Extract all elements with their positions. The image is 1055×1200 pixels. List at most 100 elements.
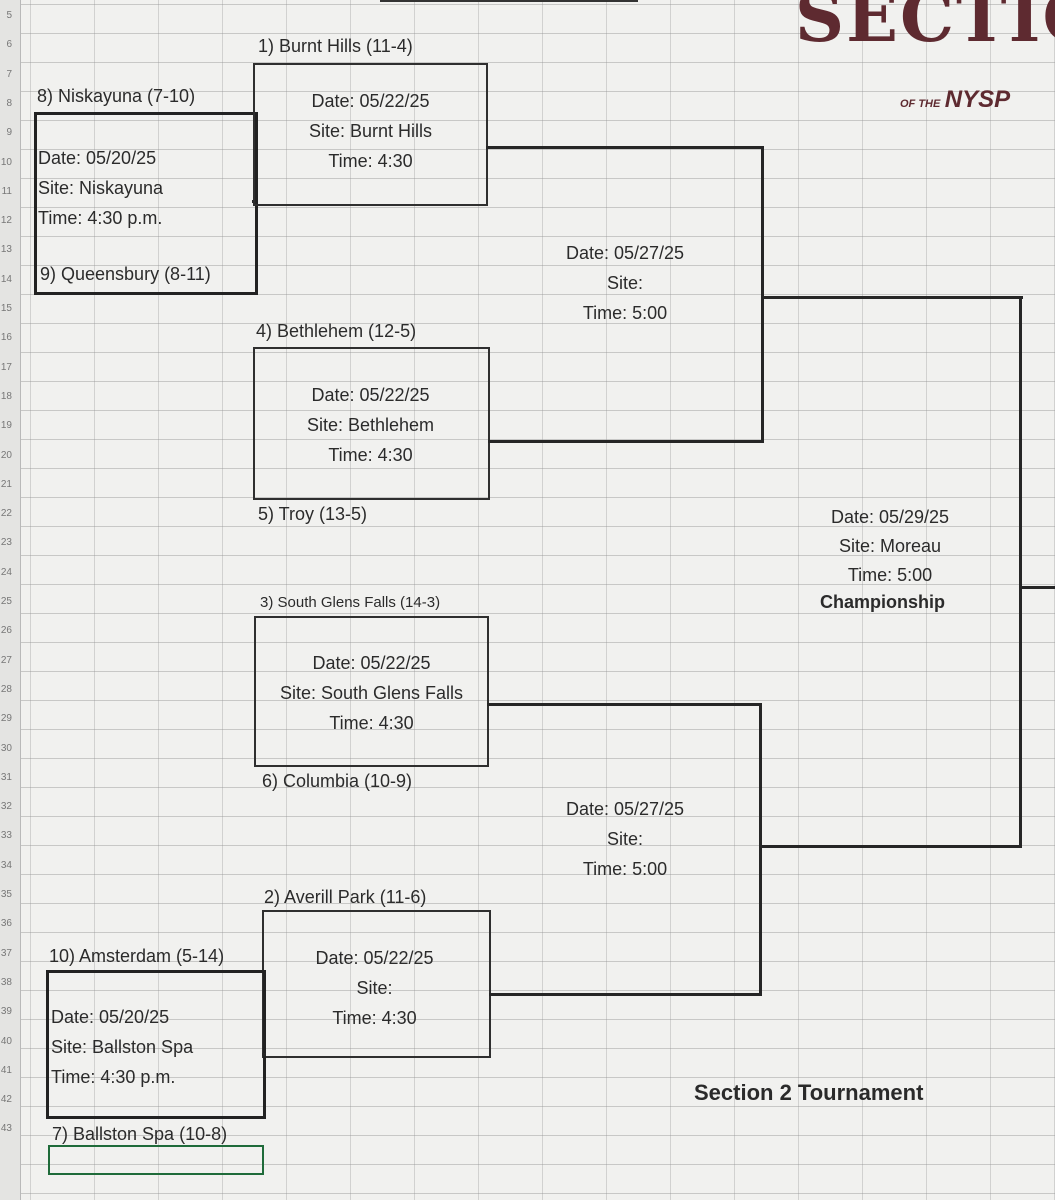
row-number[interactable]: 27	[0, 654, 12, 666]
row-number[interactable]: 19	[0, 420, 12, 432]
row-number-gutter: 5 6 7 8 9 10 11 12 13 14 15 16 17 18 19 20 21 22 23 24 25 26 2…	[0, 0, 21, 1200]
qf2-info: Date: 05/22/25 Site: Bethlehem Time: 4:3…	[253, 380, 488, 470]
playin-bottom-info: Date: 05/20/25 Site: Ballston Spa Time: …	[51, 1002, 193, 1092]
bracket-line	[764, 296, 1023, 299]
selected-cell[interactable]	[48, 1145, 264, 1175]
row-number[interactable]: 38	[0, 976, 12, 988]
game-site: Site: Niskayuna	[38, 178, 164, 198]
game-site: Site: Ballston Spa	[51, 1037, 194, 1057]
game-date: Date: 05/20/25	[38, 148, 157, 168]
bracket-line	[762, 845, 1022, 848]
row-number[interactable]: 20	[0, 449, 12, 461]
row-number[interactable]: 36	[0, 918, 12, 930]
connector	[262, 1053, 266, 1056]
championship-label: Championship	[820, 592, 945, 612]
game-date: Date: 05/27/25	[565, 243, 685, 263]
row-number[interactable]: 30	[0, 742, 12, 754]
game-time: Time: 4:30	[329, 713, 414, 733]
row-number[interactable]: 40	[0, 1035, 12, 1047]
row-number[interactable]: 5	[6, 10, 12, 21]
team-columbia[interactable]: 6) Columbia (10-9)	[262, 771, 413, 791]
team-niskayuna[interactable]: 8) Niskayuna (7-10)	[37, 86, 196, 106]
team-burnt-hills[interactable]: 1) Burnt Hills (11-4)	[258, 36, 413, 56]
bracket-line	[489, 993, 762, 996]
game-time: Time: 4:30	[332, 1008, 417, 1028]
row-number[interactable]: 24	[0, 566, 12, 578]
game-date: Date: 05/22/25	[311, 91, 430, 111]
game-site: Site: Bethlehem	[306, 415, 435, 435]
row-number[interactable]: 21	[0, 478, 12, 490]
game-site: Site: Moreau	[838, 536, 942, 556]
team-ballston-spa[interactable]: 7) Ballston Spa (10-8)	[52, 1124, 228, 1144]
row-number[interactable]: 9	[6, 127, 12, 139]
row-number[interactable]: 29	[0, 713, 12, 725]
game-site: Site:	[356, 978, 393, 998]
row-number[interactable]: 7	[6, 68, 12, 80]
team-troy[interactable]: 5) Troy (13-5)	[258, 504, 368, 524]
row-number[interactable]: 25	[0, 596, 12, 607]
row-number[interactable]: 18	[0, 390, 12, 402]
row-number[interactable]: 8	[6, 97, 12, 109]
row-number[interactable]: 34	[0, 859, 12, 871]
row-number[interactable]: 41	[0, 1064, 12, 1076]
game-time: Time: 4:30	[328, 151, 413, 171]
playin-top-box	[34, 112, 258, 295]
game-time: Time: 5:00	[847, 565, 933, 585]
row-number[interactable]: 35	[0, 889, 12, 900]
game-site: Site:	[606, 829, 644, 849]
row-number[interactable]: 37	[0, 947, 12, 959]
game-time: Time: 4:30 p.m.	[38, 208, 163, 228]
row-number[interactable]: 13	[0, 244, 12, 256]
playin-bottom-box	[46, 970, 266, 1119]
qf1-box	[253, 63, 488, 206]
game-date: Date: 05/22/25	[312, 653, 431, 673]
row-number[interactable]: 12	[0, 215, 12, 227]
header-divider	[380, 0, 638, 2]
team-south-glens-falls[interactable]: 3) South Glens Falls (14-3)	[260, 594, 441, 611]
row-number[interactable]: 43	[0, 1123, 12, 1135]
game-date: Date: 05/29/25	[830, 507, 950, 527]
playin-top-info: Date: 05/20/25 Site: Niskayuna Time: 4:3…	[38, 143, 163, 233]
sheet-title: Section 2 Tournament	[694, 1080, 924, 1105]
row-number[interactable]: 28	[0, 683, 12, 695]
team-averill-park[interactable]: 2) Averill Park (11-6)	[264, 887, 427, 907]
row-number[interactable]: 42	[0, 1094, 12, 1106]
section-logo-subtitle: OF THE NYSP	[900, 86, 1010, 114]
bracket-line	[1019, 296, 1022, 848]
row-number[interactable]: 39	[0, 1006, 12, 1018]
team-amsterdam[interactable]: 10) Amsterdam (5-14)	[49, 946, 225, 966]
row-number[interactable]: 10	[0, 156, 12, 168]
bracket-line	[759, 703, 762, 996]
row-number[interactable]: 22	[0, 508, 12, 520]
team-queensbury[interactable]: 9) Queensbury (8-11)	[40, 264, 211, 284]
bracket-line	[488, 440, 764, 443]
row-number[interactable]: 16	[0, 332, 12, 344]
sf1-info: Date: 05/27/25 Site: Time: 5:00	[510, 238, 740, 328]
game-date: Date: 05/20/25	[51, 1007, 170, 1027]
final-info: Date: 05/29/25 Site: Moreau Time: 5:00	[780, 503, 1000, 590]
row-number[interactable]: 31	[0, 771, 12, 783]
bracket-line	[761, 146, 764, 443]
row-number[interactable]: 26	[0, 625, 12, 637]
game-date: Date: 05/22/25	[311, 385, 430, 405]
game-time: Time: 5:00	[582, 859, 668, 879]
row-number[interactable]: 23	[0, 537, 12, 549]
game-time: Time: 5:00	[582, 303, 668, 323]
row-number[interactable]: 15	[0, 303, 12, 314]
team-bethlehem[interactable]: 4) Bethlehem (12-5)	[256, 321, 417, 341]
game-site: Site: Burnt Hills	[308, 121, 433, 141]
qf4-info: Date: 05/22/25 Site: Time: 4:30	[262, 943, 487, 1033]
bracket-line	[487, 703, 762, 706]
row-number[interactable]: 33	[0, 830, 12, 842]
bracket-line	[1022, 586, 1055, 589]
qf1-info: Date: 05/22/25 Site: Burnt Hills Time: 4…	[253, 86, 488, 176]
row-number[interactable]: 17	[0, 361, 12, 373]
sf2-info: Date: 05/27/25 Site: Time: 5:00	[510, 794, 740, 884]
row-number[interactable]: 6	[6, 39, 12, 51]
row-number[interactable]: 32	[0, 801, 12, 813]
row-number[interactable]: 11	[1, 185, 12, 197]
game-site: Site:	[606, 273, 644, 293]
qf3-info: Date: 05/22/25 Site: South Glens Falls T…	[254, 648, 489, 738]
row-number[interactable]: 14	[0, 273, 12, 285]
